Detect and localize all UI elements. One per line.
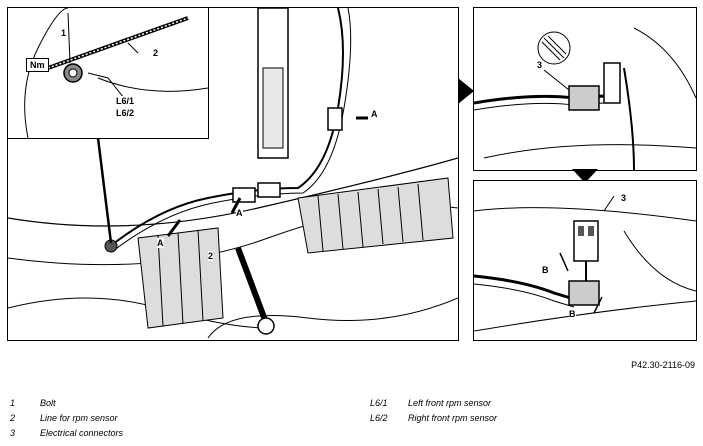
- callout-b-lower: B: [569, 309, 576, 319]
- callout-a-left: A: [157, 238, 164, 248]
- figure-reference: P42.30-2116-09: [631, 360, 695, 370]
- connector-closeup-drawing: [474, 27, 696, 170]
- callout-3-top: 3: [537, 60, 543, 70]
- connector-closeup-panel: 3: [473, 7, 697, 171]
- callout-2-main: 2: [208, 251, 214, 261]
- legend-key: 1: [10, 398, 16, 408]
- callout-3-bottom: 3: [621, 193, 627, 203]
- legend-key: L6/2: [370, 413, 388, 423]
- callout-1: 1: [61, 28, 67, 38]
- legend-item: 2 Line for rpm sensor: [10, 411, 123, 426]
- detail-inset: Nm 1 2 L6/1 L6/2: [8, 8, 209, 139]
- arrow-down-icon: [572, 169, 598, 183]
- callout-l6-2: L6/2: [116, 108, 135, 118]
- legend-item: L6/2 Right front rpm sensor: [370, 411, 497, 426]
- legend-label: Bolt: [40, 398, 56, 408]
- legend-key: 2: [10, 413, 16, 423]
- legend-left: 1 Bolt 2 Line for rpm sensor 3 Electrica…: [10, 396, 123, 441]
- legend-item: L6/1 Left front rpm sensor: [370, 396, 497, 411]
- legend-item: 1 Bolt: [10, 396, 123, 411]
- arrow-right-icon: [458, 78, 474, 104]
- legend-key: 3: [10, 428, 16, 438]
- torque-nm-label: Nm: [26, 58, 49, 72]
- legend-label: Right front rpm sensor: [408, 413, 498, 423]
- callout-l6-1: L6/1: [116, 96, 135, 106]
- legend-label: Left front rpm sensor: [408, 398, 492, 408]
- legend-item: 3 Electrical connectors: [10, 426, 123, 441]
- callout-a-right: A: [371, 109, 378, 119]
- connector-release-panel: 3 B B: [473, 180, 697, 341]
- callout-a-mid: A: [236, 208, 243, 218]
- callout-2-inset: 2: [153, 48, 159, 58]
- legend-key: L6/1: [370, 398, 388, 408]
- legend-label: Line for rpm sensor: [40, 413, 118, 423]
- legend-label: Electrical connectors: [40, 428, 124, 438]
- connector-release-drawing: [474, 195, 696, 332]
- callout-b-upper: B: [542, 265, 549, 275]
- legend-right: L6/1 Left front rpm sensor L6/2 Right fr…: [370, 396, 497, 426]
- detail-inset-drawing: [24, 8, 208, 138]
- main-illustration-panel: Nm 1 2 L6/1 L6/2 A A A 2: [7, 7, 459, 341]
- main-illustration: [8, 8, 458, 339]
